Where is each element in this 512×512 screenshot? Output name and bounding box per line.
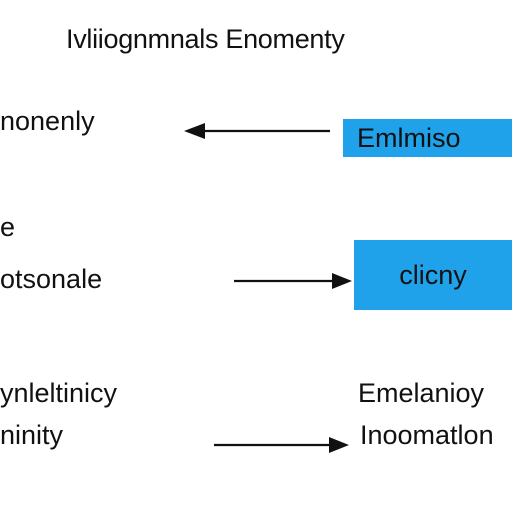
row2-arrow	[234, 273, 352, 289]
diagram-title: Ivliiognmnals Enomenty	[66, 24, 345, 54]
row3-right-label-line2: Inoomatlon	[360, 420, 494, 450]
row3-left-label-line1: ynleltinicy	[0, 378, 118, 408]
row1-arrow	[184, 123, 330, 139]
row3-right-label-line1: Emelanioy	[358, 378, 485, 408]
row2-left-label-line1: e	[0, 212, 16, 242]
row3-left-label-line2: ninity	[0, 420, 64, 450]
row2-left-label-line2: otsonale	[0, 264, 103, 294]
row2-right-box: clicny	[354, 240, 512, 310]
row2-right-label: clicny	[399, 259, 467, 290]
row3-arrow	[214, 437, 349, 453]
row1-right-box: Emlmiso	[343, 119, 512, 157]
row1-right-label: Emlmiso	[357, 122, 461, 153]
row1-left-label: nonenly	[0, 106, 95, 136]
